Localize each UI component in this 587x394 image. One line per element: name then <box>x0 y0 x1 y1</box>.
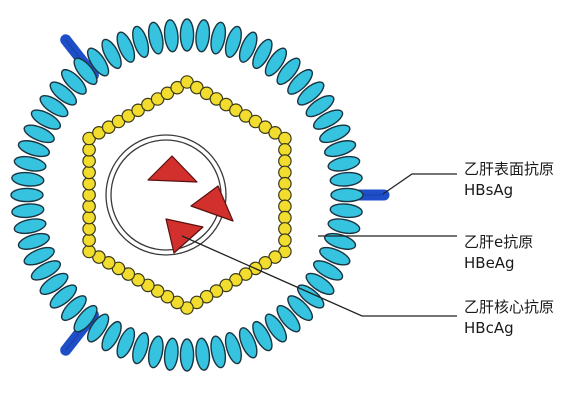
label-surface-code: HBsAg <box>464 181 513 199</box>
capsid-bead <box>279 132 291 144</box>
lipid-head <box>11 171 44 187</box>
lipid-envelope <box>11 19 363 371</box>
capsid-bead <box>279 178 291 190</box>
capsid-bead <box>83 144 95 156</box>
capsid-bead <box>279 200 291 212</box>
leader-lines <box>182 174 457 316</box>
lipid-head <box>163 338 179 371</box>
capsid-bead <box>279 155 291 167</box>
capsid-bead <box>83 200 95 212</box>
label-core-antigen: 乙肝核心抗原 HBcAg <box>464 298 554 337</box>
capsid-bead <box>279 189 291 201</box>
capsid-bead <box>83 178 95 190</box>
lipid-head <box>180 19 193 51</box>
lipid-head <box>180 339 193 371</box>
lipid-head <box>195 19 211 52</box>
label-e-antigen-name: 乙肝e抗原 <box>464 233 533 251</box>
label-e-antigen-code: HBeAg <box>464 254 515 272</box>
label-surface-antigen: 乙肝表面抗原 HBsAg <box>464 160 554 199</box>
lipid-head <box>331 188 363 201</box>
capsid-bead <box>83 245 95 257</box>
nucleoid-inner-ring <box>111 140 221 250</box>
capsid-bead <box>279 166 291 178</box>
label-core-name: 乙肝核心抗原 <box>464 298 554 316</box>
leader-line-surface <box>383 174 457 194</box>
lipid-head <box>163 19 179 52</box>
capsid-bead <box>279 211 291 223</box>
lipid-head <box>330 171 363 187</box>
capsid-bead <box>83 211 95 223</box>
lipid-head <box>11 203 44 219</box>
core-antigen-triangle-icon <box>166 219 203 253</box>
capsid-bead <box>83 166 95 178</box>
capsid-bead <box>279 144 291 156</box>
lipid-head <box>11 188 43 201</box>
capsid-shell <box>83 76 291 314</box>
core-antigen-triangle-icon <box>191 186 233 221</box>
label-surface-name: 乙肝表面抗原 <box>464 160 554 178</box>
capsid-bead <box>83 189 95 201</box>
capsid-bead <box>83 234 95 246</box>
capsid-bead <box>279 223 291 235</box>
capsid-bead <box>279 234 291 246</box>
capsid-bead <box>83 155 95 167</box>
label-e-antigen: 乙肝e抗原 HBeAg <box>464 233 533 272</box>
lipid-head <box>195 338 211 371</box>
lipid-head <box>330 203 363 219</box>
core-antigen-triangle-icon <box>148 156 197 182</box>
capsid-bead <box>83 223 95 235</box>
label-core-code: HBcAg <box>464 319 514 337</box>
